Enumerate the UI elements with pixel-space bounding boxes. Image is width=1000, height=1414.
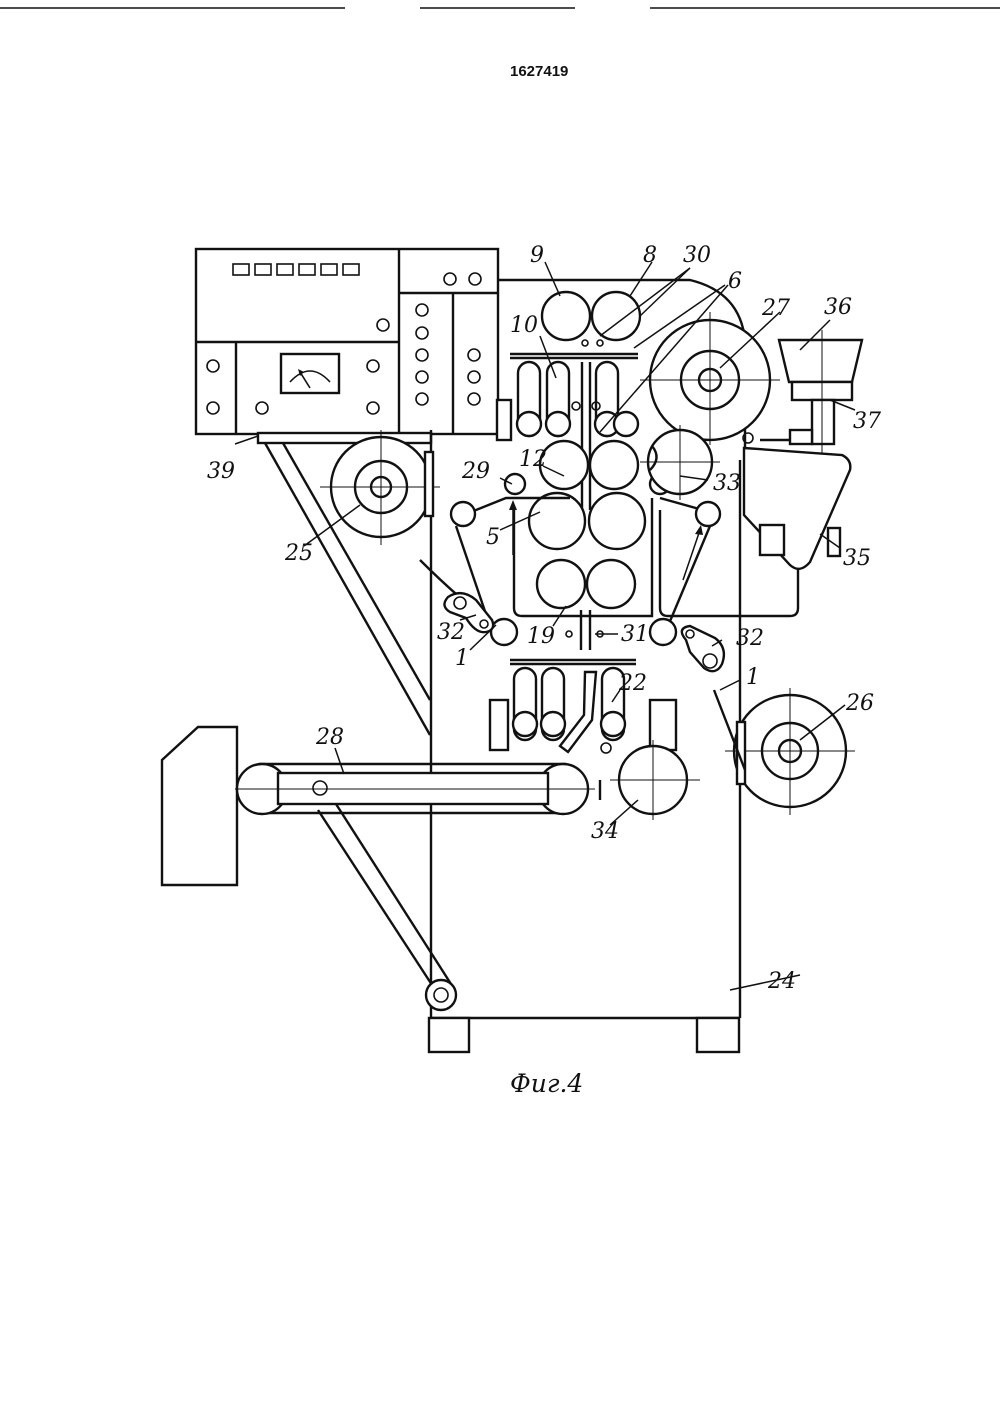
label-26: 26 xyxy=(845,691,874,716)
label-25: 25 xyxy=(284,541,313,566)
label-32-right: 32 xyxy=(736,626,764,651)
label-35: 35 xyxy=(843,546,871,571)
drive-motor xyxy=(162,727,237,885)
label-6: 6 xyxy=(728,269,742,294)
label-24: 24 xyxy=(767,969,796,994)
belt-drive xyxy=(235,764,595,1010)
sprocket-drum-25 xyxy=(320,430,440,545)
label-12: 12 xyxy=(519,447,547,472)
label-9: 9 xyxy=(530,243,544,268)
tension-lever-right xyxy=(682,626,724,671)
label-28: 28 xyxy=(315,725,344,750)
label-31: 31 xyxy=(621,622,649,647)
label-27: 27 xyxy=(761,296,790,321)
label-36: 36 xyxy=(824,295,852,320)
label-39: 39 xyxy=(207,459,235,484)
sprocket-drum-26 xyxy=(725,688,855,815)
label-1-right: 1 xyxy=(746,665,760,690)
label-37: 37 xyxy=(853,409,881,434)
label-34: 34 xyxy=(591,819,619,844)
label-5: 5 xyxy=(486,525,500,550)
label-29: 29 xyxy=(461,459,490,484)
control-cabinet xyxy=(196,249,498,434)
tank-35 xyxy=(743,430,850,569)
label-19: 19 xyxy=(527,624,555,649)
label-8: 8 xyxy=(643,243,657,268)
figure-caption: Фиг.4 xyxy=(510,1069,583,1098)
label-30: 30 xyxy=(683,243,711,268)
label-32-left: 32 xyxy=(437,620,465,645)
label-33: 33 xyxy=(713,471,741,496)
label-22: 22 xyxy=(618,671,647,696)
label-10: 10 xyxy=(510,313,538,338)
label-1-left: 1 xyxy=(455,646,469,671)
document-number: 1627419 xyxy=(510,63,568,80)
